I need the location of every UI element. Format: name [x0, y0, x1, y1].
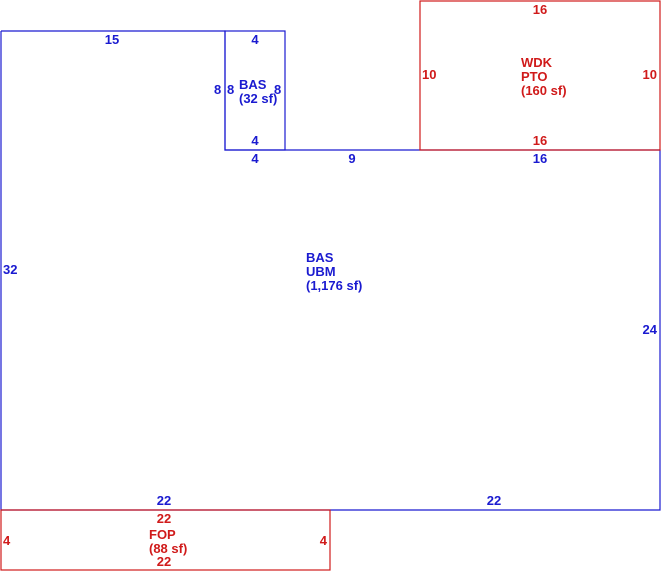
dim-fop-top: 22	[157, 511, 171, 526]
dim-main-bottom-right: 22	[487, 493, 501, 508]
wdk-area-size: (160 sf)	[521, 83, 567, 98]
wdk-area-subcode: PTO	[521, 69, 548, 84]
dim-main-step-small: 4	[251, 151, 259, 166]
fop-area-size: (88 sf)	[149, 541, 187, 556]
dim-main-left: 32	[3, 262, 17, 277]
dim-fop-left: 4	[3, 533, 11, 548]
dim-main-right: 24	[643, 322, 658, 337]
dim-fop-bottom: 22	[157, 554, 171, 569]
fop-outline	[0, 509, 331, 571]
fop-area-code: FOP	[149, 527, 176, 542]
dim-main-step-right: 16	[533, 151, 547, 166]
dim-wdk-top: 16	[533, 2, 547, 17]
wdk-outline	[419, 0, 661, 151]
dim-main-step-mid: 9	[348, 151, 355, 166]
main-area-code: BAS	[306, 250, 334, 265]
dim-main-bottom-left: 22	[157, 493, 171, 508]
dim-small-right: 8	[274, 82, 281, 97]
dim-small-top: 4	[251, 32, 259, 47]
dim-small-bottom: 4	[251, 133, 259, 148]
dim-wdk-right: 10	[643, 67, 657, 82]
wdk-area-code: WDK	[521, 55, 553, 70]
dim-small-left-outer: 8	[214, 82, 221, 97]
dim-fop-right: 4	[320, 533, 328, 548]
small-bas-outline	[224, 30, 286, 151]
dim-wdk-left: 10	[422, 67, 436, 82]
small-area-size: (32 sf)	[239, 91, 277, 106]
dim-main-top-left: 15	[105, 32, 119, 47]
dim-small-left-inner: 8	[227, 82, 234, 97]
main-area-subcode: UBM	[306, 264, 336, 279]
dim-wdk-bottom: 16	[533, 133, 547, 148]
small-area-code: BAS	[239, 77, 267, 92]
main-area-size: (1,176 sf)	[306, 278, 362, 293]
